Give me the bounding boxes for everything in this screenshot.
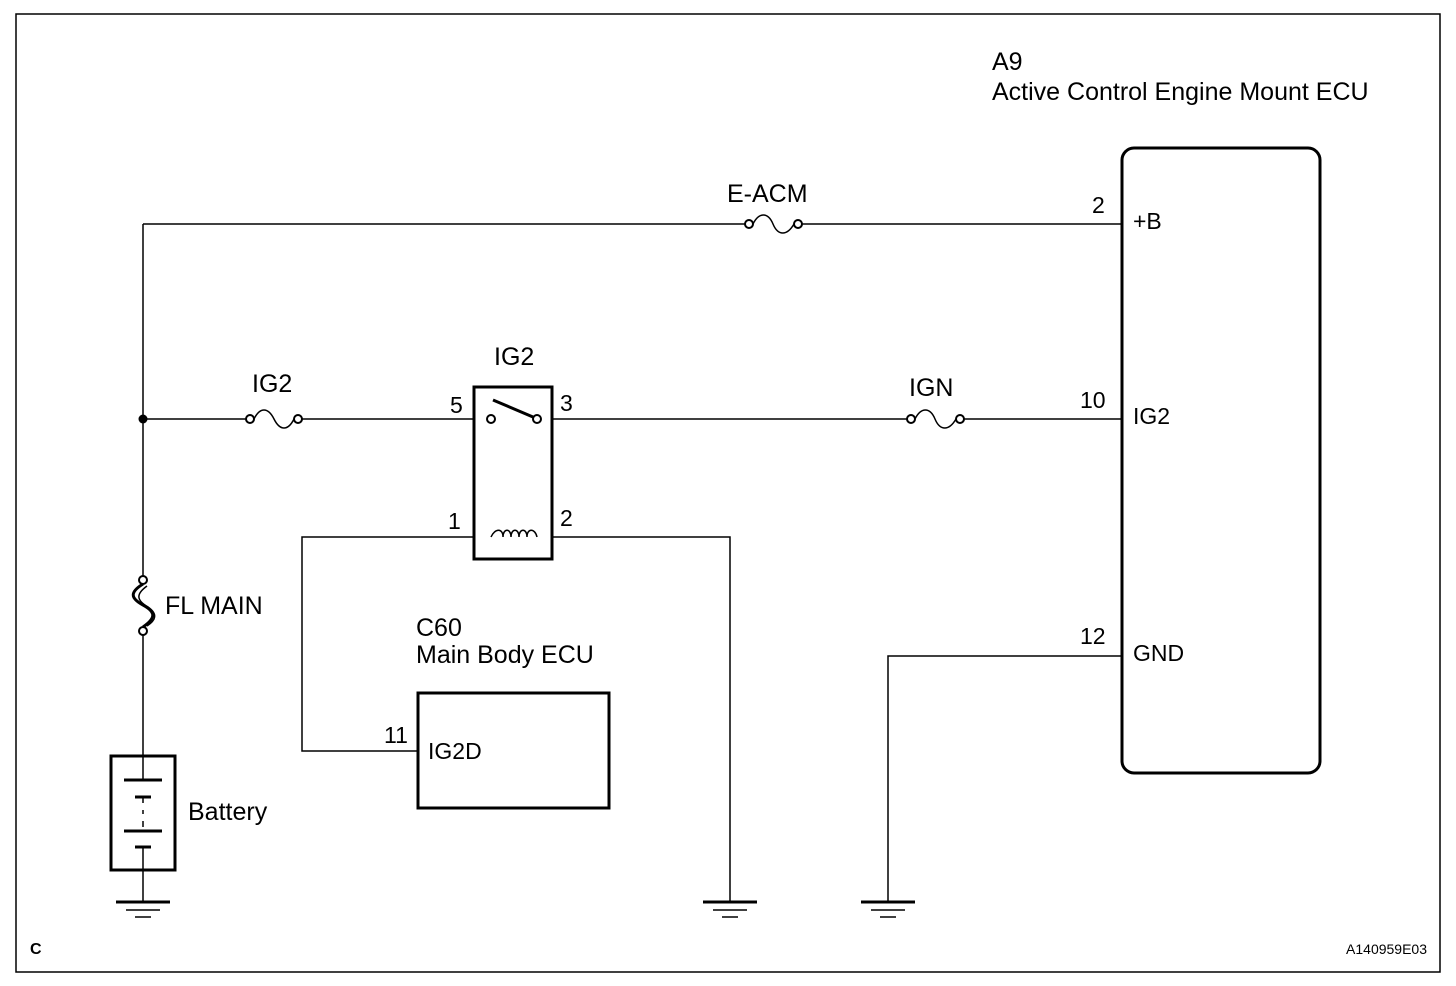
c60-ecu-name: Main Body ECU [416,641,594,669]
c60-pin-11-number: 11 [384,722,408,748]
fuse-e-acm-label: E-ACM [727,180,808,208]
figure-code: A140959E03 [1346,941,1427,957]
a9-pin-2-number: 2 [1092,192,1105,218]
battery-symbol [109,754,177,872]
junction-dot [138,414,148,424]
battery-label: Battery [188,798,268,826]
a9-pin-gnd-label: GND [1133,640,1184,666]
a9-pin-plus-b-label: +B [1133,208,1162,234]
relay-pin-3: 3 [560,390,573,416]
a9-pin-10-number: 10 [1080,387,1106,413]
engine-mount-ecu-box [1120,146,1322,775]
relay-pin-2: 2 [560,505,573,531]
c60-pin-ig2d-label: IG2D [428,738,482,764]
fusible-link-fl-main [131,575,156,636]
ground-ecu [861,900,915,918]
relay-ig2 [472,385,554,561]
fuse-e-acm [744,214,803,234]
a9-pin-ig2-label: IG2 [1133,403,1170,429]
c60-connector-label: C60 [416,614,462,642]
diagram-frame [15,13,1441,973]
a9-connector-label: A9 [992,48,1023,76]
relay-label: IG2 [494,343,534,371]
ground-battery [116,900,170,918]
fuse-ig2-label: IG2 [252,370,292,398]
relay-pin-5: 5 [450,392,463,418]
fuse-ig2 [245,409,303,429]
wires [142,223,1122,902]
fuse-ign [906,409,965,429]
a9-ecu-name: Active Control Engine Mount ECU [992,78,1369,106]
main-body-ecu-box [416,691,611,810]
a9-pin-12-number: 12 [1080,623,1106,649]
fuse-ign-label: IGN [909,374,953,402]
corner-label: C [30,941,42,958]
relay-pin-1: 1 [448,508,461,534]
ground-relay [703,900,757,918]
fl-main-label: FL MAIN [165,592,263,620]
